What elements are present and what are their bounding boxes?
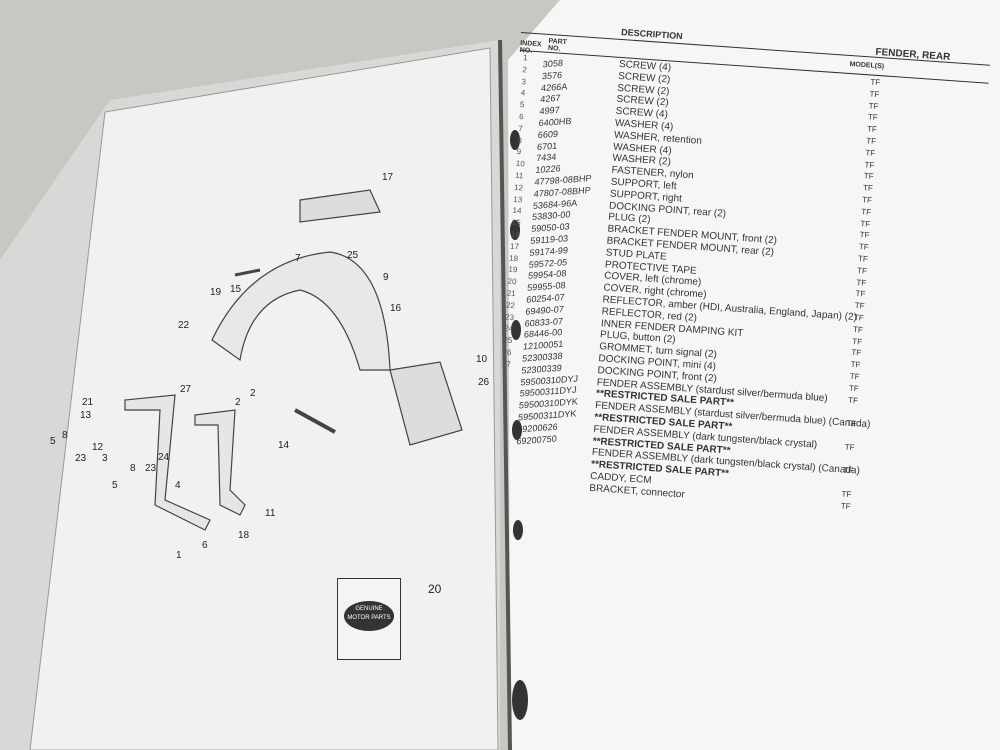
- index-number: 16: [510, 229, 521, 240]
- model-code: TF: [842, 465, 854, 476]
- index-number: 21: [506, 288, 516, 299]
- index-number: 12: [513, 182, 524, 193]
- binding-gutter: [498, 39, 512, 750]
- model-code: TF: [864, 159, 875, 170]
- index-number: 27: [501, 359, 512, 369]
- model-code: TF: [860, 218, 871, 229]
- model-code: TF: [853, 312, 865, 323]
- index-number: 11: [514, 170, 524, 181]
- model-code: TF: [848, 383, 860, 394]
- model-code: TF: [851, 336, 863, 347]
- callout: 6: [202, 540, 208, 551]
- callout: 8: [62, 430, 68, 441]
- model-code: TF: [859, 230, 870, 241]
- model-code: TF: [851, 348, 862, 358]
- model-code: TF: [844, 442, 855, 452]
- callout: 8: [130, 463, 136, 474]
- callout: 5: [112, 480, 118, 491]
- model-code: TF: [865, 148, 876, 158]
- model-code: TF: [861, 195, 873, 205]
- model-code: TF: [857, 253, 869, 264]
- callout: 19: [210, 287, 222, 298]
- callout: 3: [102, 453, 108, 464]
- callout: 11: [265, 508, 276, 519]
- model-code: TF: [850, 359, 861, 370]
- callout: 13: [80, 410, 92, 421]
- callout: 21: [82, 397, 94, 408]
- index-number: 26: [502, 347, 512, 357]
- model-code: TF: [868, 101, 879, 111]
- callout: 23: [75, 453, 87, 464]
- callout: 4: [175, 480, 181, 491]
- model-code: TF: [856, 277, 867, 288]
- header-models: MODEL(S): [849, 60, 885, 71]
- callout: 27: [180, 384, 192, 395]
- index-number: 22: [505, 300, 516, 310]
- callout: 10: [476, 354, 488, 365]
- model-code: TF: [840, 501, 851, 511]
- callout: 17: [382, 172, 394, 183]
- model-code: TF: [861, 206, 872, 217]
- model-code: TF: [855, 289, 866, 299]
- right-page: [508, 0, 1000, 750]
- callout: 14: [278, 440, 290, 451]
- callout: 16: [390, 303, 402, 314]
- left-page: [29, 47, 499, 750]
- exploded-diagram: [124, 189, 463, 531]
- callout: 24: [158, 452, 170, 463]
- callout: 23: [145, 463, 157, 474]
- model-code: TF: [841, 489, 852, 500]
- index-number: 6: [518, 112, 524, 122]
- model-code: TF: [866, 124, 878, 135]
- model-code: TF: [849, 371, 860, 382]
- callout: 22: [178, 320, 190, 331]
- index-number: 7: [517, 123, 524, 134]
- callout: 15: [230, 284, 242, 295]
- index-number: 17: [509, 241, 520, 252]
- callout: 18: [238, 530, 250, 541]
- model-code: TF: [852, 324, 864, 335]
- callout: 7: [295, 253, 301, 264]
- index-number: 2: [522, 64, 528, 75]
- model-code: TF: [846, 418, 857, 429]
- callout: 12: [92, 442, 104, 453]
- parts-table: DESCRIPTION FENDER, REAR MODEL(S) INDEX …: [490, 18, 991, 511]
- model-code: TF: [854, 301, 865, 311]
- model-code: TF: [867, 112, 878, 123]
- callout: 1: [176, 550, 182, 561]
- model-code: TF: [865, 136, 877, 146]
- callout: 26: [478, 377, 490, 388]
- model-code: TF: [858, 242, 869, 252]
- callout: 2: [250, 388, 256, 399]
- binder-holes: [510, 130, 528, 720]
- callout: 2: [235, 397, 241, 408]
- model-code: TF: [869, 89, 880, 99]
- callout: 9: [383, 272, 389, 283]
- callout: 5: [50, 436, 56, 447]
- callout: 20: [428, 582, 442, 596]
- model-code: TF: [862, 183, 874, 194]
- model-code: TF: [870, 77, 881, 88]
- callout: 25: [347, 250, 359, 261]
- model-code: TF: [847, 395, 859, 405]
- model-code: TF: [856, 265, 868, 276]
- model-code: TF: [863, 171, 874, 182]
